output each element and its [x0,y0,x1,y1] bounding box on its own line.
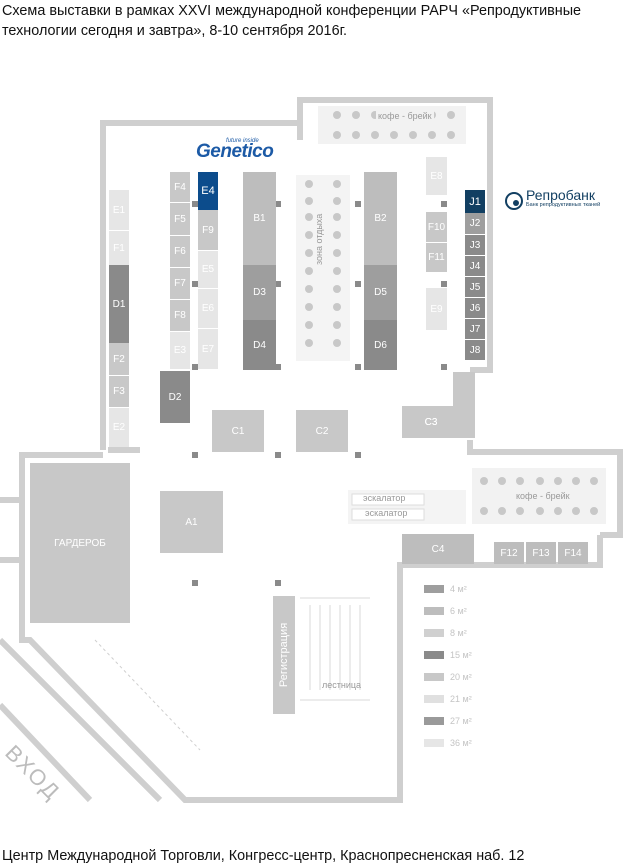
booth-f14[interactable]: F14 [558,542,588,564]
booth-f6[interactable]: F6 [170,235,190,267]
booth-d3[interactable]: D3 [243,265,276,320]
booth-e5[interactable]: E5 [198,250,218,288]
booth-j4[interactable]: J4 [465,255,485,276]
booth-e7[interactable]: E7 [198,328,218,369]
booth-j5[interactable]: J5 [465,276,485,297]
booth-c4[interactable]: C4 [402,534,474,564]
escalator-label-2: эскалатор [365,508,408,518]
booth-f3[interactable]: F3 [109,375,129,407]
booth-e4[interactable]: E4 [198,172,218,210]
booth-e6[interactable]: E6 [198,288,218,328]
booth-f13[interactable]: F13 [526,542,556,564]
booth-f11[interactable]: F11 [426,242,447,272]
booth-b2[interactable]: B2 [364,172,397,265]
wardrobe: ГАРДЕРОБ [30,463,130,623]
coffee-break-label-2: кофе - брейк [516,491,570,501]
booth-f12[interactable]: F12 [494,542,524,564]
booth-f2[interactable]: F2 [109,343,129,375]
legend-label-4: 15 м² [450,650,472,660]
genetico-tagline: future inside [226,138,259,144]
booth-f9[interactable]: F9 [198,210,218,250]
legend-label-8: 36 м² [450,738,472,748]
legend-label-6: 21 м² [450,694,472,704]
booth-j7[interactable]: J7 [465,318,485,339]
booth-e3[interactable]: E3 [170,331,190,369]
registration-label: Регистрация [278,622,290,688]
legend-swatch-1 [424,585,444,593]
booth-c3[interactable]: C3 [402,406,460,438]
booth-f5[interactable]: F5 [170,202,190,235]
legend-swatch-3 [424,629,444,637]
legend-swatch-8 [424,739,444,747]
booth-e1[interactable]: E1 [109,190,129,230]
legend-swatch-6 [424,695,444,703]
booth-j1[interactable]: J1 [465,190,485,213]
booth-j6[interactable]: J6 [465,297,485,318]
booth-b1[interactable]: B1 [243,172,276,265]
legend-label-1: 4 м² [450,584,467,594]
legend-label-3: 8 м² [450,628,467,638]
booth-d4[interactable]: D4 [243,320,276,370]
booth-c2[interactable]: C2 [296,410,348,452]
booth-f1[interactable]: F1 [109,230,129,265]
legend-swatch-4 [424,651,444,659]
booth-d5[interactable]: D5 [364,265,397,320]
legend-label-7: 27 м² [450,716,472,726]
rest-zone-label: зона отдыха [314,213,324,265]
booth-e9[interactable]: E9 [426,288,447,330]
venue-address: Центр Международной Торговли, Конгресс-ц… [2,848,525,864]
legend-swatch-5 [424,673,444,681]
booth-e2[interactable]: E2 [109,407,129,447]
reprobank-logo: Репробанк Банк репродуктивных тканей [526,187,600,208]
booth-j2[interactable]: J2 [465,213,485,234]
coffee-break-label: кофе - брейк [376,111,434,121]
booth-f7[interactable]: F7 [170,267,190,299]
booth-j8[interactable]: J8 [465,339,485,360]
legend-swatch-2 [424,607,444,615]
stairs-label: лестница [322,680,362,690]
booth-c3-wing[interactable] [453,372,475,438]
escalator-label-1: эскалатор [363,493,406,503]
reprobank-subtitle: Банк репродуктивных тканей [526,202,601,208]
booth-f10[interactable]: F10 [426,212,447,242]
booth-a1[interactable]: A1 [160,491,223,553]
reprobank-name: Репробанк [526,187,596,203]
booth-f4[interactable]: F4 [170,172,190,202]
booth-f8[interactable]: F8 [170,299,190,331]
registration-desk: Регистрация [273,596,295,714]
legend-swatch-7 [424,717,444,725]
genetico-name: Genetico [196,141,274,162]
booth-c3-label: C3 [424,416,438,428]
booth-j3[interactable]: J3 [465,234,485,255]
legend-label-2: 6 м² [450,606,467,616]
page-title: Схема выставки в рамках XXVI международн… [2,3,582,39]
reprobank-logo-icon [505,192,523,210]
legend-label-5: 20 м² [450,672,472,682]
booth-d6[interactable]: D6 [364,320,397,370]
booth-c1[interactable]: C1 [212,410,264,452]
booth-d2[interactable]: D2 [160,371,190,423]
booth-e8[interactable]: E8 [426,157,447,195]
booth-d1[interactable]: D1 [109,265,129,343]
